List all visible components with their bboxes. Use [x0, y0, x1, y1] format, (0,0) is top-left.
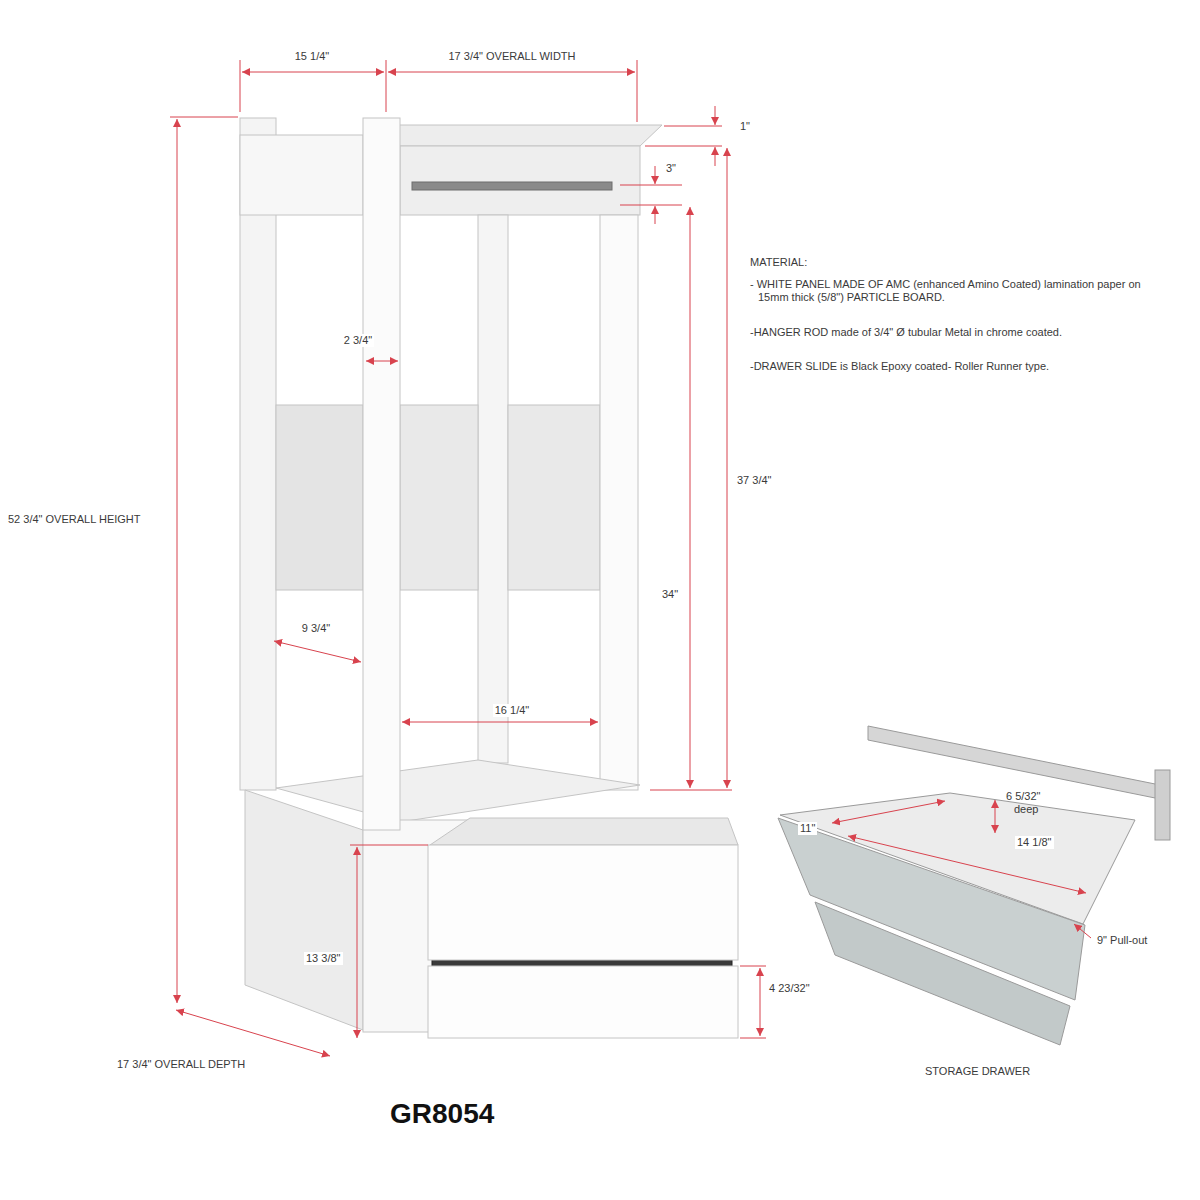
drawer-front — [428, 845, 738, 960]
extension-line — [350, 845, 428, 846]
dimension-line — [274, 641, 361, 662]
extension-line — [650, 790, 732, 791]
side-top-rail — [240, 135, 363, 215]
extension-line — [637, 60, 638, 122]
leader-line — [1074, 924, 1091, 938]
storage-drawer-illustration — [778, 726, 1170, 1045]
dimension-line — [176, 1010, 330, 1056]
dimension-line — [242, 72, 384, 73]
caption-label: STORAGE DRAWER — [923, 1065, 1032, 1078]
dimension-label: 13 3/8" — [304, 952, 343, 965]
extension-line — [620, 185, 682, 186]
dimension-label: 15 1/4" — [293, 50, 332, 63]
dimension-line — [715, 147, 716, 166]
dimension-line — [388, 72, 635, 73]
dimension-label: 52 3/4" OVERALL HEIGHT — [6, 513, 143, 526]
extension-line — [386, 60, 387, 112]
material-note: - WHITE PANEL MADE OF AMC (enhanced Amin… — [748, 278, 1145, 304]
dimension-line — [366, 361, 398, 362]
dimension-label: 17 3/4" OVERALL DEPTH — [115, 1058, 247, 1071]
front-post — [600, 215, 638, 790]
front-post — [363, 118, 400, 830]
housing-top — [868, 726, 1165, 800]
extension-line — [170, 117, 238, 118]
dimension-line — [727, 148, 728, 788]
material-note: -HANGER ROD made of 3/4" Ø tubular Metal… — [748, 326, 1180, 339]
base-side — [245, 790, 363, 1030]
dimension-line — [760, 968, 761, 1036]
dimension-label: 9 3/4" — [300, 622, 332, 635]
drawer-box — [430, 818, 738, 845]
extension-line — [664, 126, 722, 127]
material-note: -DRAWER SLIDE is Black Epoxy coated- Rol… — [748, 360, 1180, 373]
back-panel — [508, 405, 600, 590]
dimension-label: 16 1/4" — [493, 704, 532, 717]
wardrobe — [240, 118, 738, 1038]
dimension-line — [832, 801, 945, 823]
back-post — [240, 118, 276, 790]
dimension-lines — [170, 60, 1091, 1056]
dimension-label: 2 3/4" — [342, 334, 374, 347]
dimension-line — [655, 206, 656, 224]
extension-line — [740, 1038, 766, 1039]
callout-label: 9" Pull-out — [1095, 934, 1149, 947]
dimension-line — [357, 847, 358, 1038]
extension-line — [645, 146, 722, 147]
base-top — [276, 760, 640, 822]
dimension-label: 6 5/32" deep — [1004, 790, 1068, 816]
dimension-line — [655, 166, 656, 184]
dimension-label: 4 23/32" — [767, 982, 812, 995]
dimension-line — [995, 800, 996, 833]
drawer-front — [815, 902, 1070, 1045]
inner-post — [478, 215, 508, 763]
dimension-line — [715, 106, 716, 125]
side-panel — [276, 405, 363, 590]
dimension-label: 11" — [798, 822, 817, 835]
top-rail — [400, 146, 640, 215]
dimension-label: 17 3/4" OVERALL WIDTH — [447, 50, 578, 63]
back-panel — [400, 405, 478, 590]
drawer-front — [428, 966, 738, 1038]
extension-line — [740, 966, 766, 967]
dimension-line — [177, 119, 178, 1003]
extension-line — [240, 60, 241, 112]
housing-side — [1155, 770, 1170, 840]
hanger-rod — [412, 182, 612, 190]
dimension-label: 37 3/4" — [735, 474, 774, 487]
dimension-line — [402, 722, 598, 723]
model-title: GR8054 — [390, 1098, 494, 1130]
top-board — [385, 125, 662, 146]
dimension-label: 3" — [664, 162, 678, 175]
material-heading: MATERIAL: — [748, 256, 809, 269]
dimension-line — [848, 836, 1086, 893]
extension-line — [620, 205, 682, 206]
dimension-label: 14 1/8" — [1015, 836, 1054, 849]
dimension-label: 34" — [660, 588, 680, 601]
dimension-line — [690, 207, 691, 788]
dimension-label: 1" — [738, 120, 752, 133]
